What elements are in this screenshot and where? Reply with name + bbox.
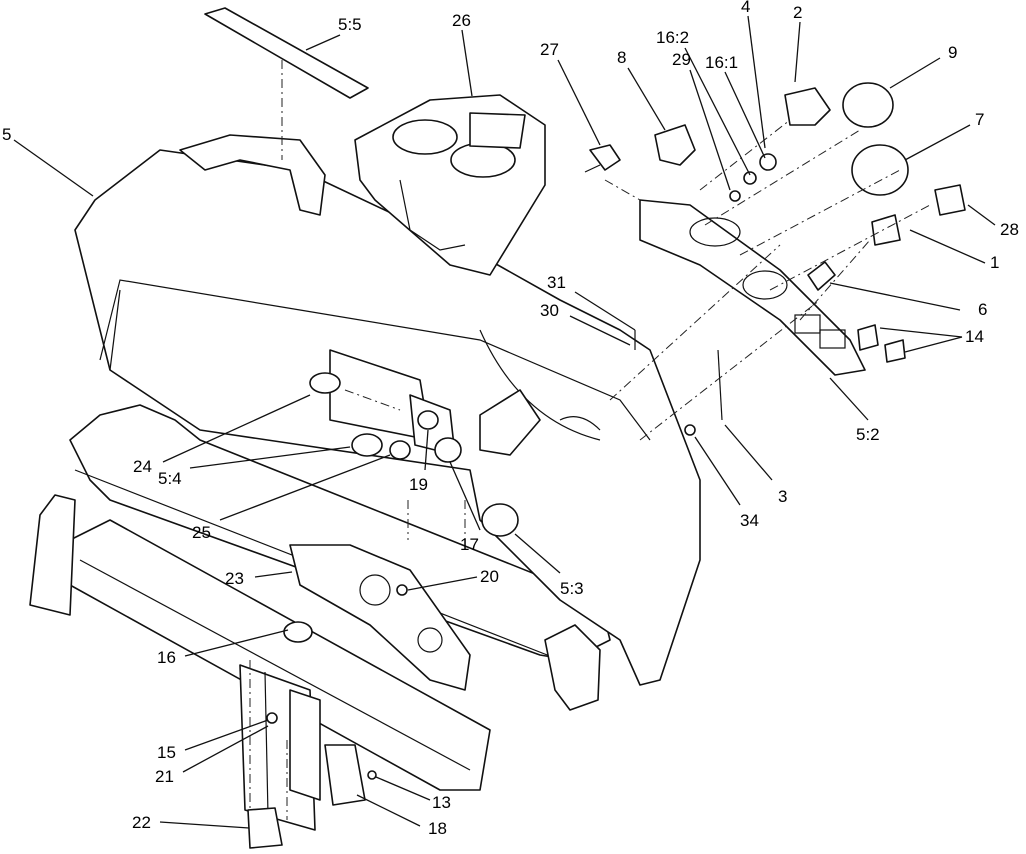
callout-16-2: 16:2 — [656, 28, 689, 47]
callout-9: 9 — [948, 43, 957, 62]
callout-20: 20 — [480, 567, 499, 586]
gauge-plate — [639, 199, 866, 376]
callout-21: 21 — [155, 767, 174, 786]
callout-6: 6 — [978, 300, 987, 319]
callout-28: 28 — [1000, 220, 1019, 239]
callout-5-5: 5:5 — [338, 15, 362, 34]
callout-14: 14 — [965, 327, 984, 346]
leader-lines — [13, 15, 996, 829]
callout-5-2: 5:2 — [856, 425, 880, 444]
callout-29: 29 — [672, 50, 691, 69]
support-bracket — [239, 664, 321, 831]
callout-34: 34 — [740, 511, 759, 530]
switch-plate — [289, 544, 471, 691]
assembly-lines — [249, 60, 931, 820]
frame-tubes — [29, 404, 611, 791]
callout-5-3: 5:3 — [560, 579, 584, 598]
trim-strip — [204, 7, 369, 99]
callout-4: 4 — [741, 0, 750, 16]
callout-3: 3 — [778, 487, 787, 506]
callout-labels: 5:5 26 5 27 8 29 16:2 16:1 4 2 9 7 28 1 … — [2, 0, 1019, 838]
callout-18: 18 — [428, 819, 447, 838]
callout-8: 8 — [617, 48, 626, 67]
callout-5-4: 5:4 — [158, 469, 182, 488]
callout-5: 5 — [2, 125, 11, 144]
callout-31: 31 — [547, 273, 566, 292]
callout-24: 24 — [133, 457, 152, 476]
callout-16: 16 — [157, 648, 176, 667]
callout-1: 1 — [990, 253, 999, 272]
callout-17: 17 — [460, 535, 479, 554]
callout-22: 22 — [132, 813, 151, 832]
callout-19: 19 — [409, 475, 428, 494]
callout-27: 27 — [540, 40, 559, 59]
callout-25: 25 — [192, 523, 211, 542]
callout-15: 15 — [157, 743, 176, 762]
callout-2: 2 — [793, 3, 802, 22]
callout-26: 26 — [452, 11, 471, 30]
callout-7: 7 — [975, 110, 984, 129]
callout-23: 23 — [225, 569, 244, 588]
callout-16-1: 16:1 — [705, 53, 738, 72]
callout-13: 13 — [432, 793, 451, 812]
components — [247, 82, 966, 849]
callout-30: 30 — [540, 301, 559, 320]
cup-holder — [354, 94, 546, 276]
